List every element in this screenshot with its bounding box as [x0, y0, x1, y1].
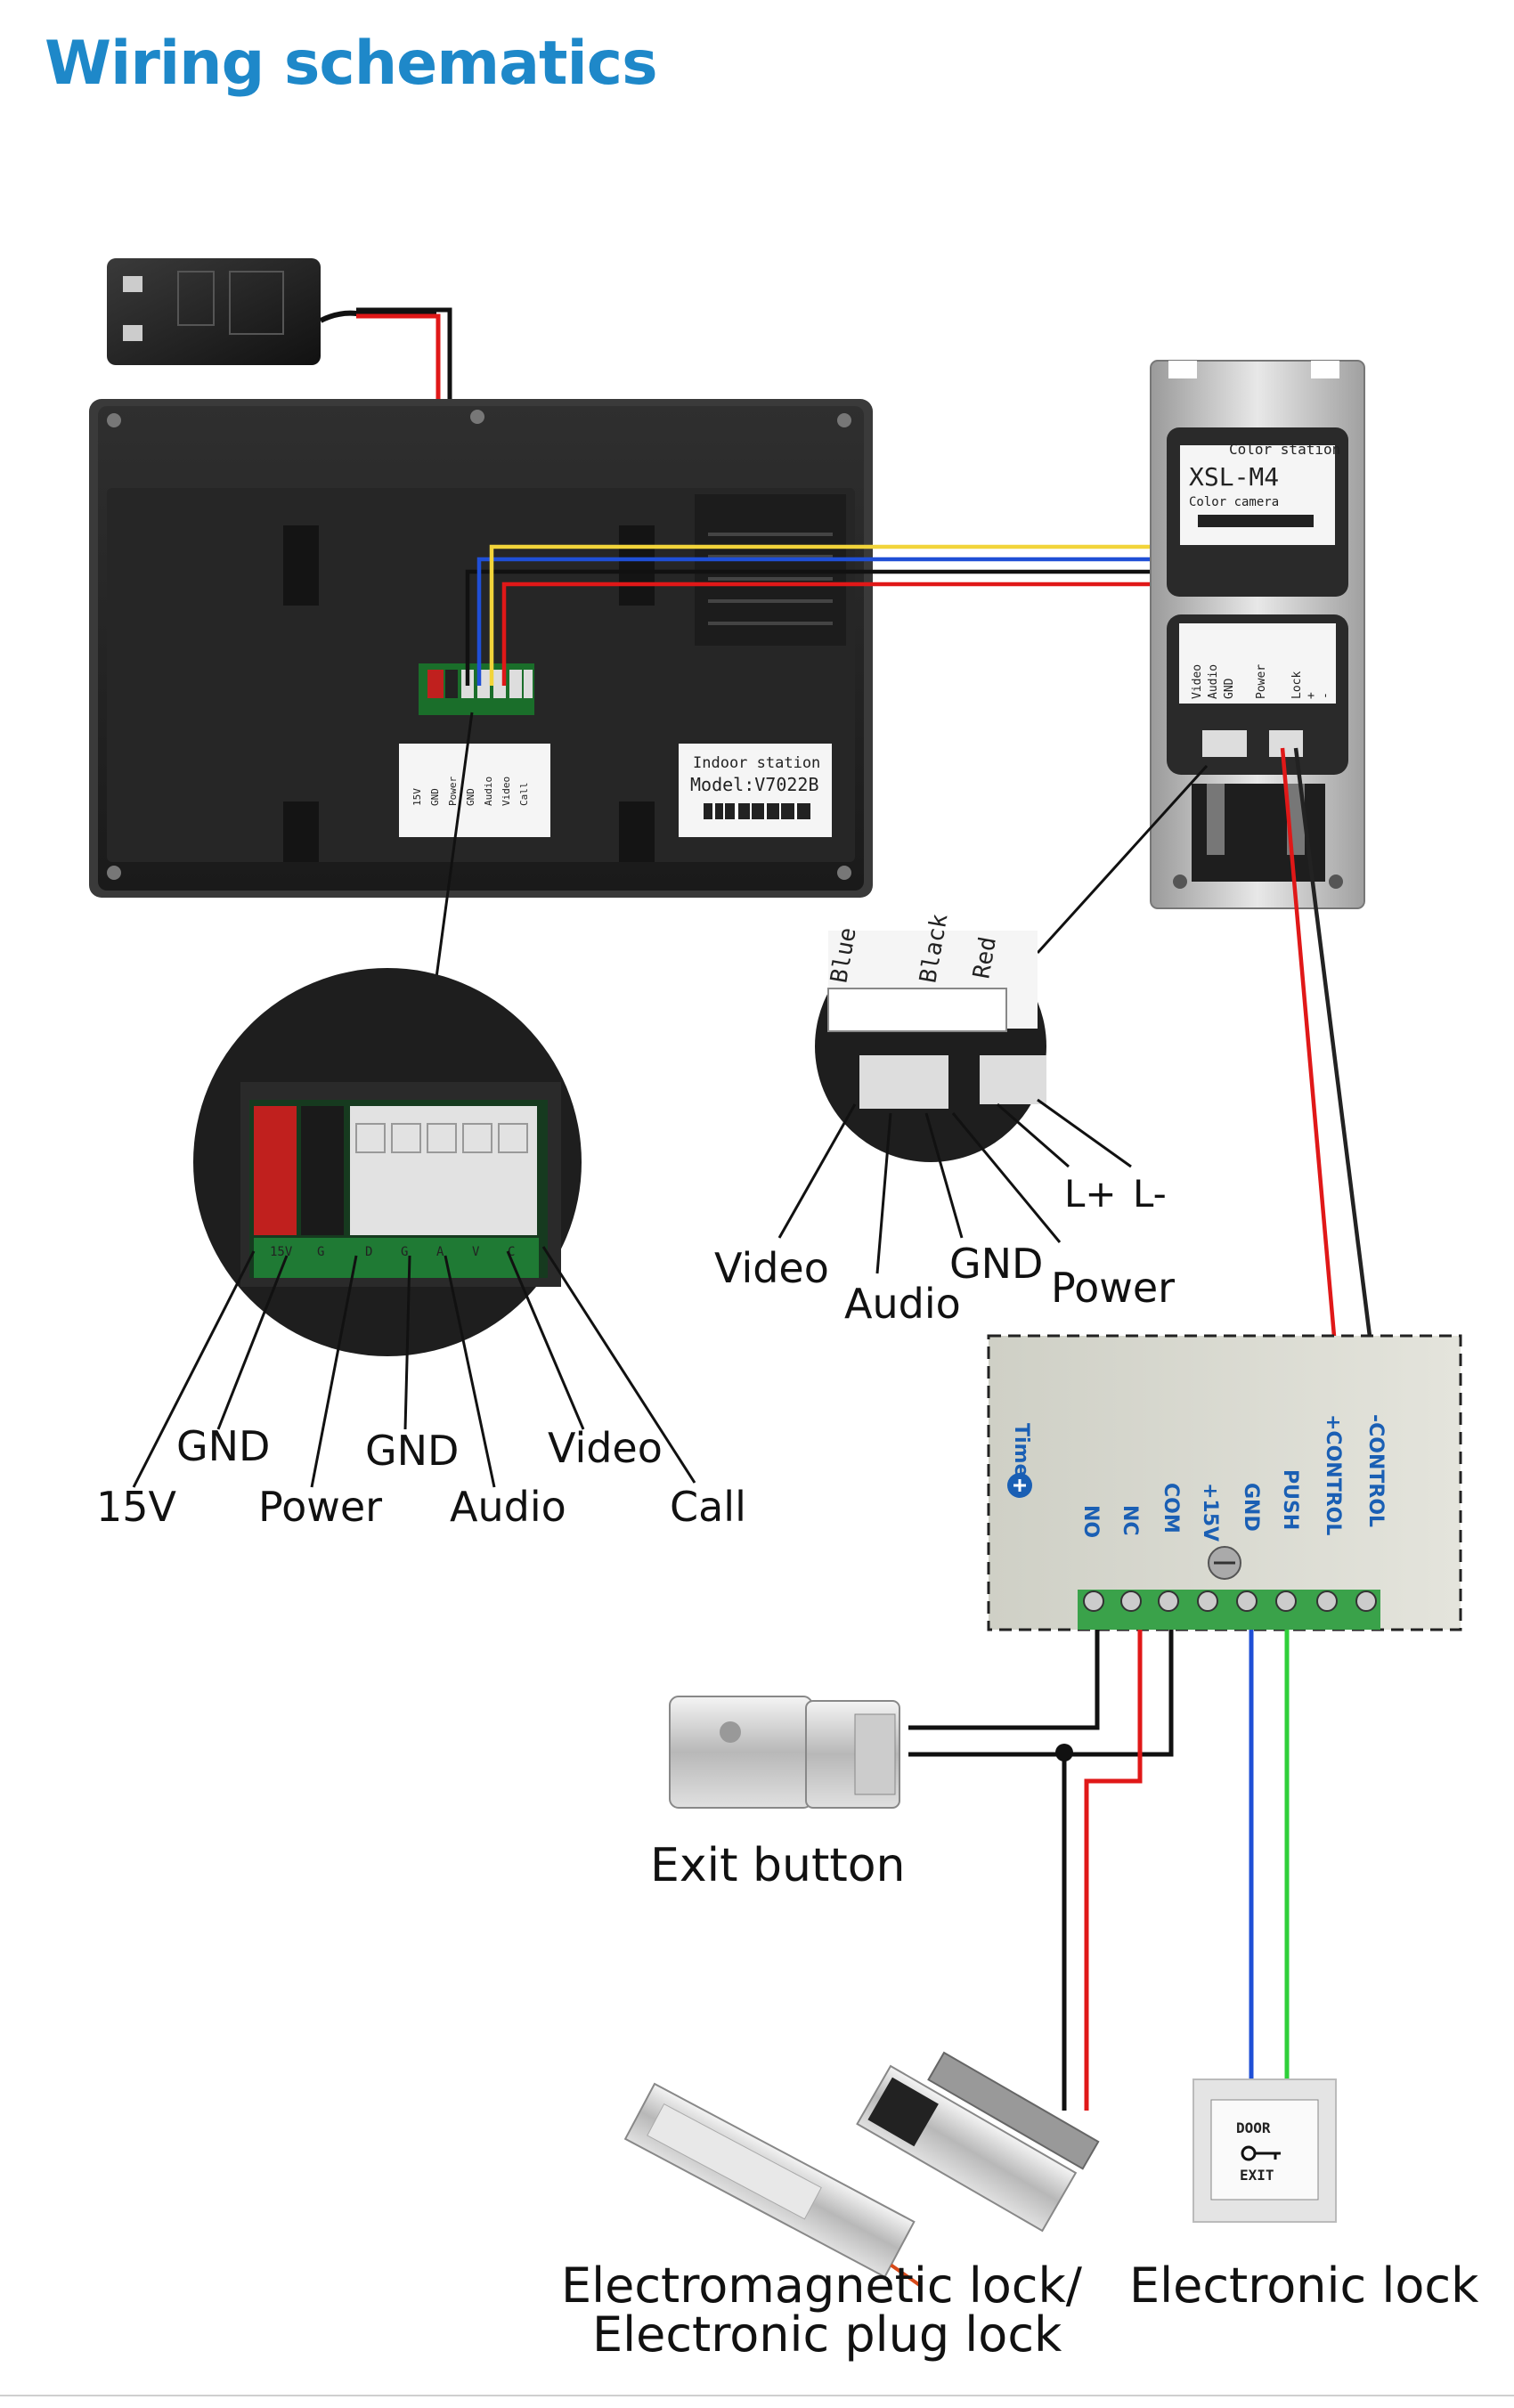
term-small-1: GND: [429, 788, 441, 806]
zoom-15v: 15V: [96, 1483, 177, 1531]
lock1-label-line1: Electromagnetic lock/: [561, 2258, 1083, 2314]
out-zoom-audio: Audio: [844, 1280, 961, 1328]
zoom-gnd2: GND: [365, 1427, 459, 1475]
out-small-1: Audio: [1207, 664, 1220, 699]
term-small-5: Video: [501, 777, 512, 806]
pcb-3: G: [401, 1245, 408, 1259]
term-small-4: Audio: [483, 777, 494, 806]
page-title: Wiring schematics: [45, 28, 658, 99]
control-wires: [1280, 747, 1381, 1408]
outdoor-label-line1: Color station: [1229, 441, 1340, 458]
power-adapter: [107, 258, 436, 365]
controller-time: Time: [1010, 1423, 1032, 1477]
out-small-5: +: [1305, 692, 1318, 699]
ctrl-t6: +CONTROL: [1322, 1414, 1344, 1535]
indoor-zoom: 15V G D G A V C GND 15V Power GND Audio …: [96, 712, 746, 1531]
pcb-4: A: [436, 1245, 444, 1259]
outdoor-label-line2: XSL-M4: [1189, 462, 1279, 492]
access-controller: Time NO NC COM +15V GND PUSH +CONTROL -C…: [987, 1334, 1462, 1631]
door-switch-line2: EXIT: [1240, 2167, 1274, 2184]
magnetic-lock-device: [856, 2051, 1100, 2233]
zoom-video: Video: [548, 1424, 663, 1472]
outdoor-station: Color station XSL-M4 Color camera Video …: [1150, 360, 1365, 909]
pcb-6: C: [508, 1245, 515, 1259]
wire-junction: [1055, 1744, 1073, 1761]
key-icon: [1241, 2145, 1281, 2161]
term-small-3: GND: [465, 788, 476, 806]
exit-button-label: Exit button: [650, 1839, 906, 1892]
door-exit-switch: DOOR EXIT: [1192, 2079, 1337, 2223]
term-small-6: Call: [518, 783, 530, 807]
out-zoom-lminus: L-: [1133, 1172, 1167, 1216]
pcb-0: 15V: [270, 1245, 293, 1259]
out-zoom-video: Video: [714, 1244, 829, 1292]
zoom-power: Power: [258, 1483, 382, 1531]
indoor-pcb-labels: 15V G D G A V C: [270, 1245, 515, 1259]
out-small-3: Power: [1255, 664, 1268, 699]
out-small-4: Lock: [1290, 671, 1304, 699]
indoor-terminal-small-labels: 15V GND Power GND Audio Video Call: [411, 777, 530, 806]
ctrl-t3: +15V: [1199, 1483, 1221, 1542]
ctrl-t5: PUSH: [1279, 1469, 1301, 1530]
indoor-label-line1: Indoor station: [693, 754, 820, 772]
door-switch-line1: DOOR: [1236, 2119, 1271, 2136]
ctrl-t7: -CONTROL: [1364, 1414, 1387, 1527]
lock-wires: [908, 1630, 1290, 2111]
term-small-2: Power: [447, 777, 459, 806]
outdoor-terminal-small-labels: Video Audio GND Power Lock + -: [1191, 664, 1332, 699]
pcb-2: D: [365, 1245, 372, 1259]
zoom-call: Call: [670, 1483, 746, 1531]
ctrl-t4: GND: [1240, 1483, 1262, 1532]
out-zoom-gnd: GND: [949, 1240, 1043, 1288]
zoom-gnd1: GND: [176, 1422, 270, 1470]
out-small-2: GND: [1223, 678, 1236, 699]
time-adjust-icon: [1007, 1473, 1032, 1498]
outdoor-label-line3: Color camera: [1189, 495, 1279, 509]
lock1-label-line2: Electronic plug lock: [592, 2306, 1062, 2363]
out-zoom-power: Power: [1051, 1264, 1175, 1312]
speaker-grille-icon: [708, 533, 833, 625]
plug-lock-device: [623, 2082, 922, 2288]
out-small-6: -: [1319, 692, 1332, 699]
indoor-label-line2: Model:V7022B: [690, 774, 819, 795]
rim-lock-device: [669, 1696, 900, 1809]
barcode-icon: [704, 803, 810, 819]
controller-terminal-labels: NO NC COM +15V GND PUSH +CONTROL -CONTRO…: [1079, 1414, 1387, 1542]
outdoor-zoom: Blue Black Red Video Audio GND Power L+ …: [714, 764, 1209, 1328]
lock2-label: Electronic lock: [1129, 2258, 1479, 2314]
zoom-audio: Audio: [450, 1483, 566, 1531]
out-small-0: Video: [1191, 664, 1204, 699]
ctrl-t0: NO: [1079, 1505, 1102, 1538]
out-zoom-lplus: L+: [1064, 1172, 1117, 1216]
pcb-1: G: [317, 1245, 324, 1259]
ctrl-t1: NC: [1119, 1505, 1141, 1536]
term-small-0: 15V: [411, 788, 423, 806]
ctrl-t2: COM: [1160, 1483, 1182, 1533]
pcb-5: V: [472, 1245, 480, 1259]
